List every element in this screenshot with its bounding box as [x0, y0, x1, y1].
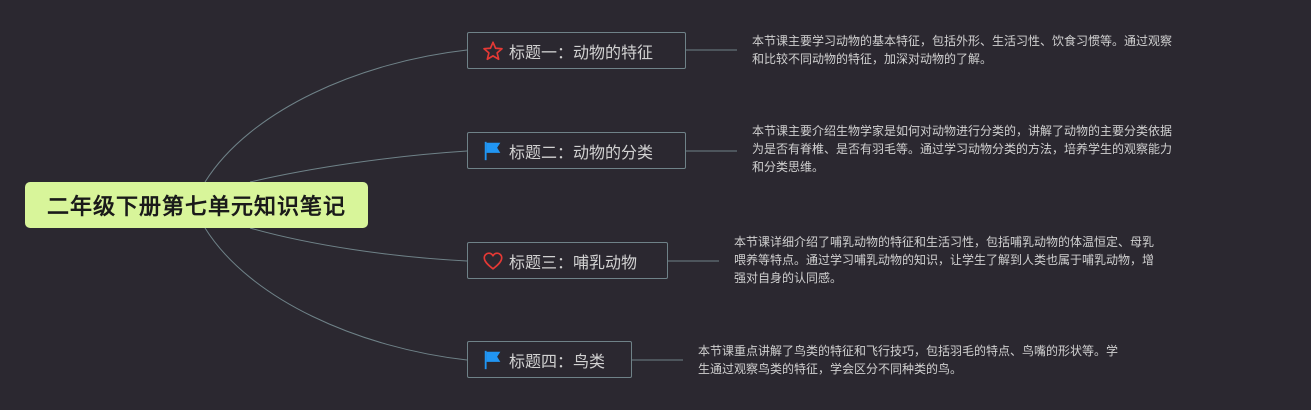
description-line: 本节课重点讲解了鸟类的特征和飞行技巧，包括羽毛的特点、鸟嘴的形状等。学	[698, 344, 1119, 358]
topic-1-description: 本节课主要学习动物的基本特征，包括外形、生活习性、饮食习惯等。通过观察 和比较不…	[752, 32, 1172, 68]
topic-4-description: 本节课重点讲解了鸟类的特征和飞行技巧，包括羽毛的特点、鸟嘴的形状等。学 生通过观…	[698, 342, 1118, 378]
branch-connector-4	[204, 227, 468, 361]
topic-4[interactable]: 标题四：鸟类	[467, 341, 632, 378]
flag-icon	[482, 349, 504, 371]
topic-3[interactable]: 标题三：哺乳动物	[467, 242, 668, 279]
flag-icon	[482, 140, 504, 162]
description-line: 生通过观察鸟类的特征，学会区分不同种类的鸟。	[698, 362, 963, 376]
star-icon	[482, 40, 504, 62]
topic-2-description: 本节课主要介绍生物学家是如何对动物进行分类的，讲解了动物的主要分类依据 为是否有…	[752, 122, 1172, 176]
root-topic-title: 二年级下册第七单元知识笔记	[46, 195, 346, 220]
description-line: 本节课详细介绍了哺乳动物的特征和生活习性，包括哺乳动物的体温恒定、母乳	[734, 235, 1155, 249]
topic-4-label: 标题四：鸟类	[509, 351, 606, 371]
topic-3-label: 标题三：哺乳动物	[509, 252, 638, 272]
topic-1-label: 标题一：动物的特征	[509, 42, 654, 62]
branch-connector-3	[249, 227, 468, 262]
description-line: 和分类思维。	[752, 160, 825, 174]
topic-3-description: 本节课详细介绍了哺乳动物的特征和生活习性，包括哺乳动物的体温恒定、母乳 喂养等特…	[734, 233, 1154, 287]
description-line: 本节课主要学习动物的基本特征，包括外形、生活习性、饮食习惯等。通过观察	[752, 34, 1173, 48]
topic-2[interactable]: 标题二：动物的分类	[467, 132, 686, 169]
description-line: 强对自身的认同感。	[734, 271, 843, 285]
description-line: 本节课主要介绍生物学家是如何对动物进行分类的，讲解了动物的主要分类依据	[752, 124, 1173, 138]
description-line: 喂养等特点。通过学习哺乳动物的知识，让学生了解到人类也属于哺乳动物，增	[734, 253, 1155, 267]
description-line: 为是否有脊椎、是否有羽毛等。通过学习动物分类的方法，培养学生的观察能力	[752, 142, 1173, 156]
root-topic[interactable]: 二年级下册第七单元知识笔记	[25, 182, 368, 228]
branch-connector-2	[249, 150, 468, 183]
heart-icon	[482, 250, 504, 272]
description-line: 和比较不同动物的特征，加深对动物的了解。	[752, 52, 993, 66]
branch-connector-1	[204, 49, 468, 183]
topic-2-label: 标题二：动物的分类	[509, 142, 654, 162]
topic-1[interactable]: 标题一：动物的特征	[467, 32, 686, 69]
